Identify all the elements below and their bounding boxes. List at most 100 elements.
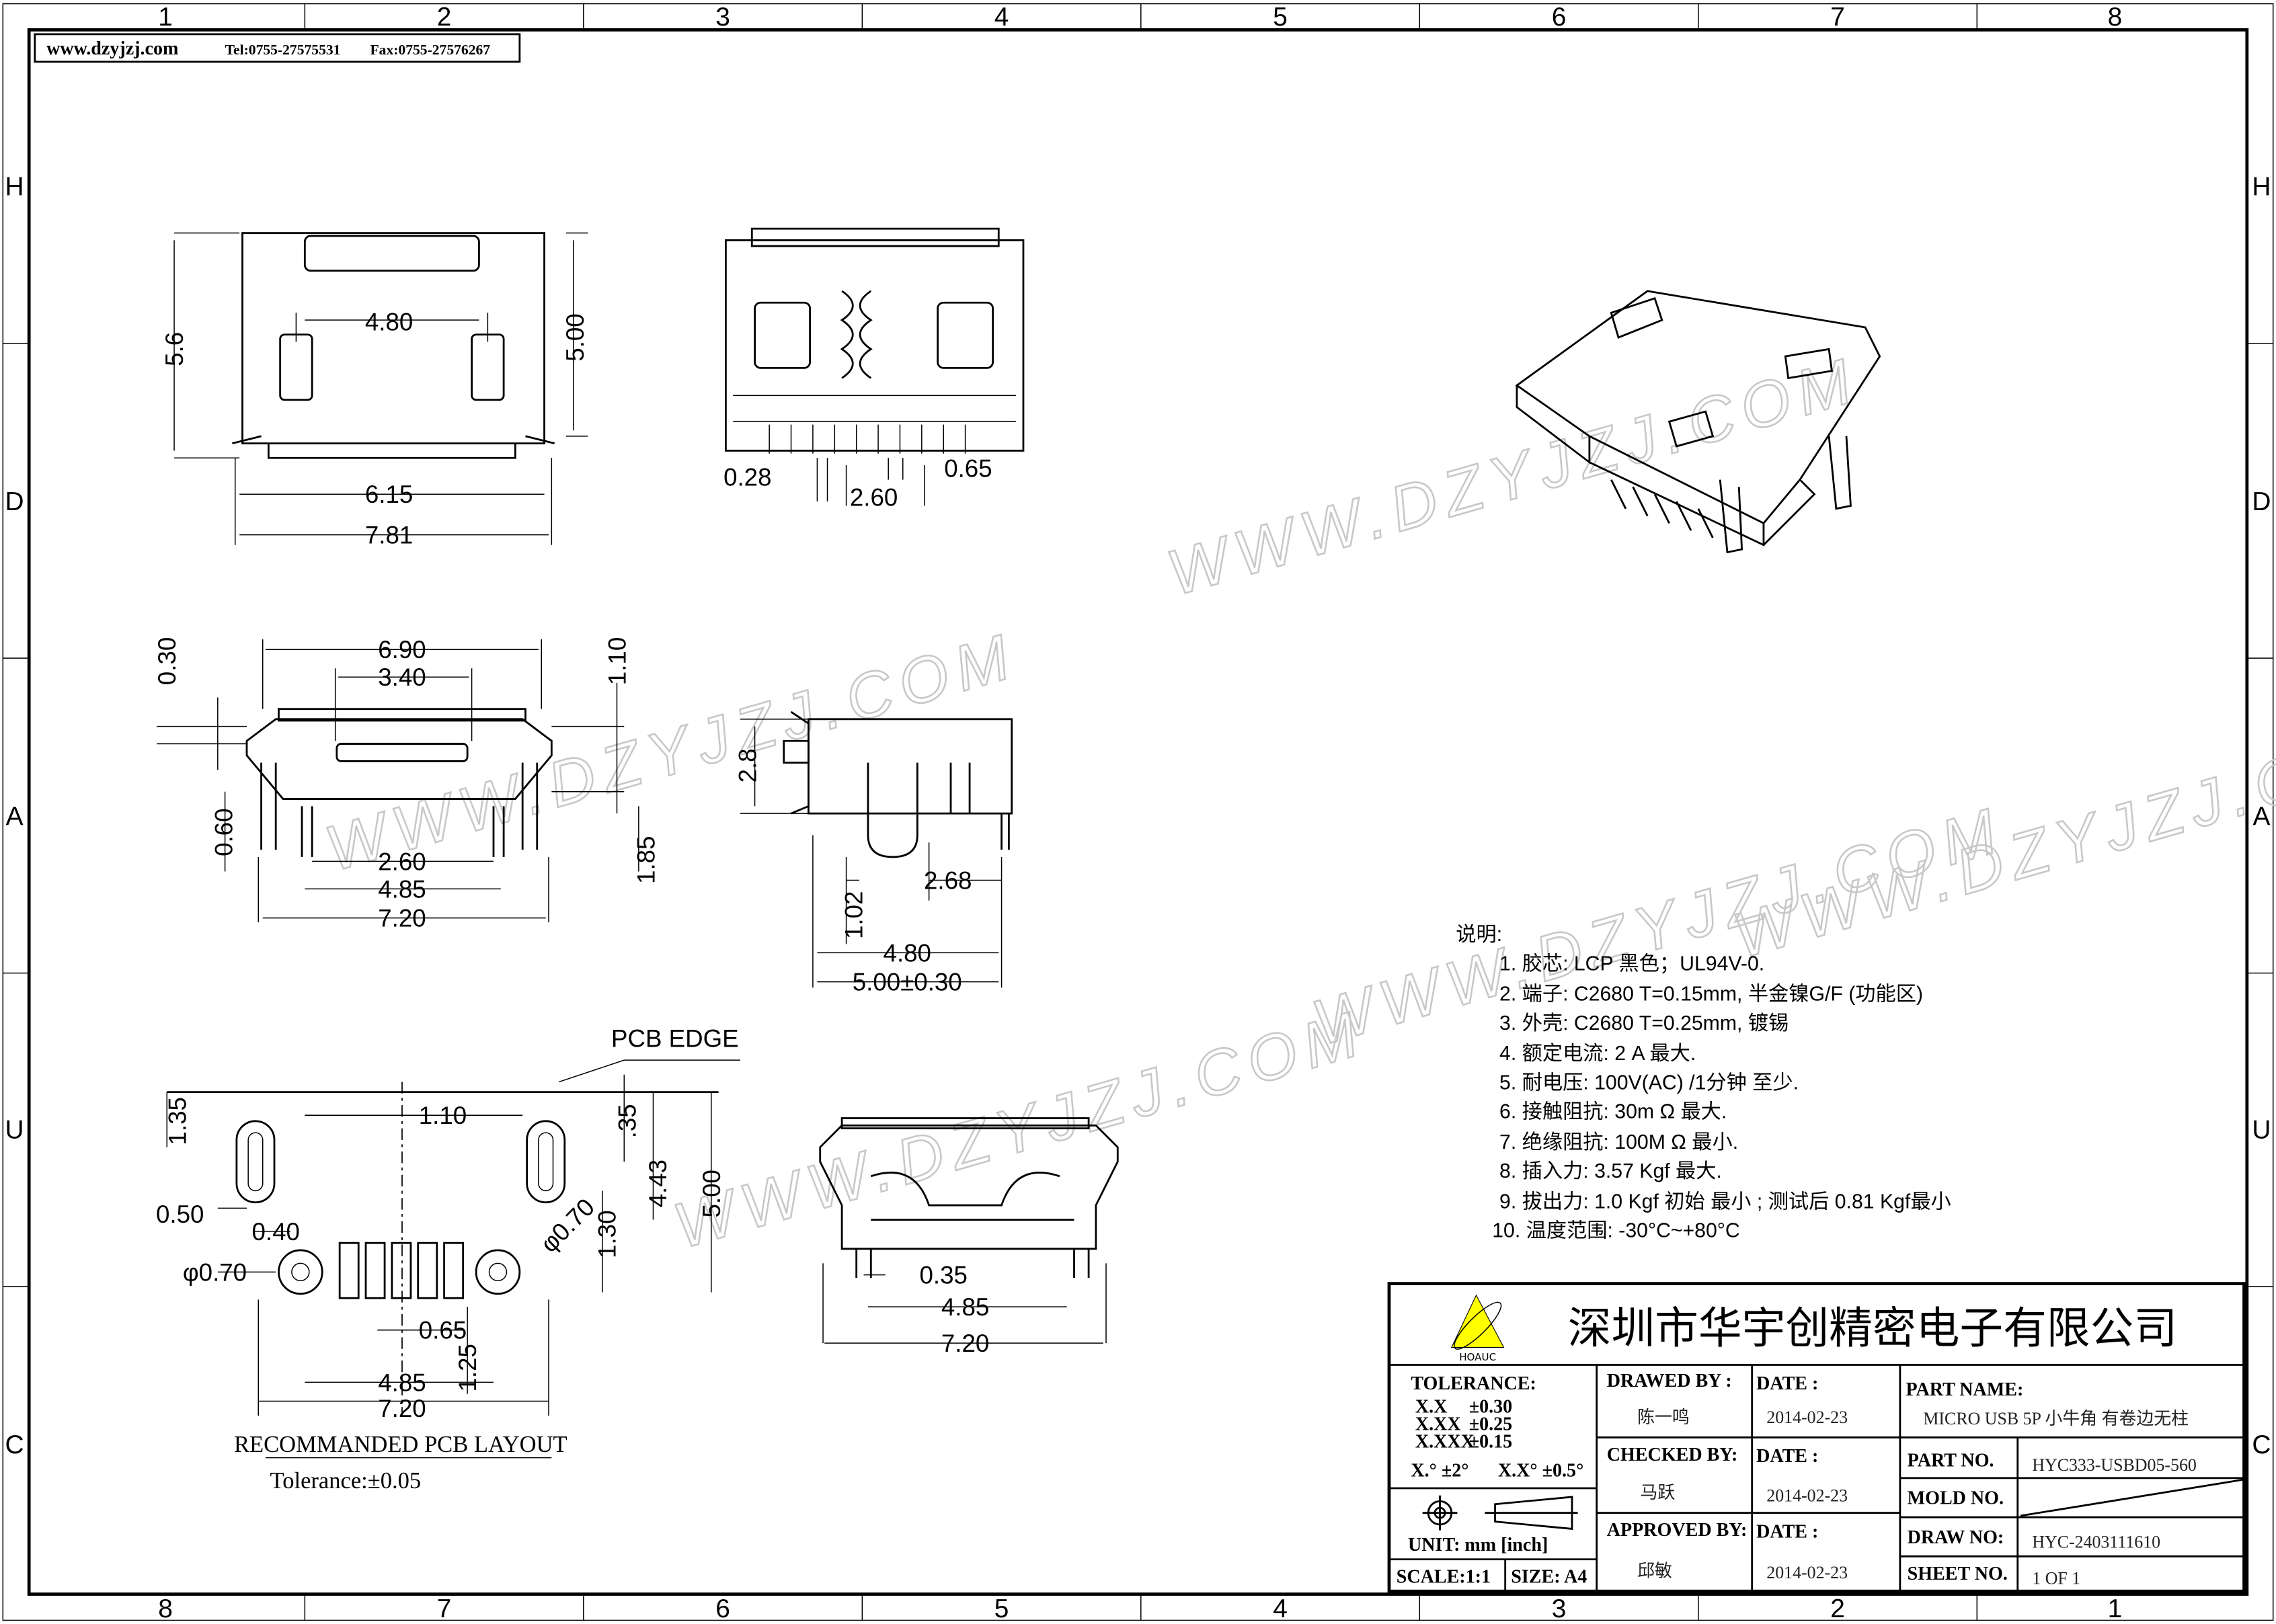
dim-label: 1.25 (454, 1344, 481, 1391)
side-view-middle: 2.8 2.68 1.02 4.80 5.00±0.30 (734, 710, 1013, 996)
dim-label: 0.40 (251, 1218, 299, 1246)
dim-label: 1.02 (840, 891, 867, 939)
angle-tolerance: X.° ±2° (1411, 1461, 1468, 1481)
note-item: 7. 绝缘阻抗: 100M Ω 最小. (1499, 1131, 1738, 1153)
grid-col-label: 8 (158, 1594, 173, 1623)
tolerance-key: X.XXX (1415, 1432, 1475, 1453)
watermark: WWW.DZYJZJ.COM WWW.DZYJZJ.COM WWW.DZYJZJ… (317, 343, 2276, 1263)
tolerance-key: X.XX (1415, 1414, 1461, 1435)
dim-label: 0.28 (723, 463, 771, 491)
tolerance-label: TOLERANCE: (1411, 1373, 1536, 1394)
dim-label: 5.6 (161, 332, 188, 366)
projection-symbol-icon (1422, 1495, 1578, 1531)
date-drawed: 2014-02-23 (1766, 1408, 1848, 1427)
grid-row-label: H (2252, 173, 2271, 202)
dim-label: 6.15 (365, 481, 413, 508)
pcb-layout-title: RECOMMANDED PCB LAYOUT (234, 1432, 567, 1457)
dim-label: 1.10 (603, 637, 631, 685)
dim-label: 2.68 (924, 866, 972, 894)
grid-col-label: 4 (1273, 1594, 1288, 1623)
dim-label: .35 (614, 1104, 641, 1138)
svg-text:WWW.DZYJZJ.COM: WWW.DZYJZJ.COM (1160, 343, 1867, 609)
checked-by-label: CHECKED BY: (1607, 1445, 1738, 1465)
notes: 说明: 1. 胶芯: LCP 黑色；UL94V-0. 2. 端子: C2680 … (1456, 923, 1951, 1242)
grid-col-label: 6 (715, 1594, 730, 1623)
dim-label: 5.00 (561, 313, 589, 361)
note-item: 2. 端子: C2680 T=0.15mm, 半金镍G/F (功能区) (1499, 983, 1923, 1006)
approved-by: 邱敏 (1637, 1561, 1672, 1581)
grid-col-label: 2 (437, 3, 452, 32)
company-name: 深圳市华宇创精密电子有限公司 (1568, 1303, 2178, 1354)
approved-by-label: APPROVED BY: (1607, 1520, 1748, 1541)
draw-no: HYC-2403111610 (2032, 1533, 2160, 1552)
dim-label: 0.35 (920, 1262, 968, 1289)
grid-col-label: 3 (715, 3, 730, 32)
dim-label: 7.20 (378, 905, 426, 932)
sheet-no-label: SHEET NO. (1908, 1564, 2008, 1584)
checked-by: 马跃 (1640, 1483, 1675, 1502)
date-approved: 2014-02-23 (1766, 1563, 1848, 1582)
sheet-no: 1 OF 1 (2032, 1568, 2080, 1588)
mold-no-label: MOLD NO. (1908, 1488, 2004, 1509)
note-item: 9. 拔出力: 1.0 Kgf 初始 最小 ; 测试后 0.81 Kgf最小 (1499, 1190, 1951, 1213)
dim-label: 3.40 (378, 663, 426, 691)
grid-row-label: D (5, 487, 24, 516)
grid-row-label: H (5, 173, 24, 202)
tolerance-value: ±0.15 (1469, 1432, 1512, 1453)
grid-row-label: U (2252, 1116, 2271, 1145)
pcb-tolerance: Tolerance:±0.05 (270, 1468, 422, 1494)
grid-col-label: 6 (1552, 3, 1567, 32)
side-view-top: 0.28 2.60 0.65 (723, 227, 1025, 511)
dim-label: 5.00±0.30 (853, 969, 962, 996)
dim-label: 2.8 (734, 748, 762, 782)
svg-text:WWW.DZYJZJ.COM: WWW.DZYJZJ.COM (1726, 706, 2276, 972)
drawed-by: 陈一鸣 (1637, 1408, 1690, 1427)
size-label: SIZE: A4 (1511, 1566, 1587, 1587)
tolerance-value: ±0.25 (1469, 1414, 1512, 1435)
grid-row-label: C (2252, 1430, 2271, 1459)
grid-col-label: 1 (2108, 1594, 2123, 1623)
fax-text: Fax:0755-27576267 (370, 42, 490, 58)
grid-col-label: 7 (437, 1594, 452, 1623)
dim-label: 1.10 (419, 1102, 467, 1129)
grid-row-label: D (2252, 487, 2271, 516)
note-item: 3. 外壳: C2680 T=0.25mm, 镀锡 (1499, 1012, 1789, 1034)
dim-label: 0.50 (156, 1201, 204, 1228)
logo-text: HOAUC (1459, 1351, 1496, 1363)
grid-row-label: A (2252, 802, 2270, 831)
dim-label: φ0.70 (183, 1258, 247, 1286)
dim-label: 7.81 (365, 522, 413, 549)
drawed-by-label: DRAWED BY : (1607, 1371, 1732, 1391)
bottom-view: 0.35 4.85 7.20 (819, 1117, 1119, 1357)
title-block: HOAUC 深圳市华宇创精密电子有限公司 TOLERANCE: X.X ±0.3… (1387, 1282, 2246, 1593)
note-item: 6. 接触阻抗: 30m Ω 最大. (1499, 1100, 1727, 1123)
draw-no-label: DRAW NO: (1908, 1527, 2004, 1548)
website-text: www.dzyjzj.com (46, 38, 178, 59)
dim-label: 4.85 (941, 1293, 989, 1321)
note-item: 1. 胶芯: LCP 黑色；UL94V-0. (1499, 952, 1764, 975)
isometric-view (1515, 290, 1881, 554)
dim-label: 0.65 (944, 454, 992, 482)
dim-label: 1.85 (633, 836, 660, 884)
dim-label: 4.80 (365, 308, 413, 335)
dim-label: 7.20 (378, 1395, 426, 1422)
contact-header: www.dzyjzj.com Tel:0755-27575531 Fax:075… (34, 33, 521, 63)
grid-row-label: U (5, 1116, 24, 1145)
dim-label: 2.60 (850, 483, 898, 511)
dim-label: 1.30 (593, 1211, 621, 1258)
grid-col-label: 5 (1273, 3, 1288, 32)
tolerance-key: X.X (1415, 1397, 1448, 1418)
pcb-layout-view: PCB EDGE 1.35 1.10 .35 4.43 5.00 0.50 0.… (156, 1025, 740, 1494)
dim-label: 7.20 (941, 1330, 989, 1357)
date-label: DATE : (1756, 1373, 1818, 1394)
part-no: HYC333-USBD05-560 (2032, 1455, 2197, 1475)
grid-col-label: 1 (158, 3, 173, 32)
dim-label: 4.85 (378, 875, 426, 903)
part-name-label: PART NAME: (1906, 1379, 2024, 1400)
grid-row-label: A (6, 802, 24, 831)
grid-col-label: 2 (1830, 1594, 1845, 1623)
dim-label: 6.90 (378, 636, 426, 663)
dim-label: 4.80 (884, 939, 931, 967)
dim-label: 4.85 (378, 1369, 426, 1396)
